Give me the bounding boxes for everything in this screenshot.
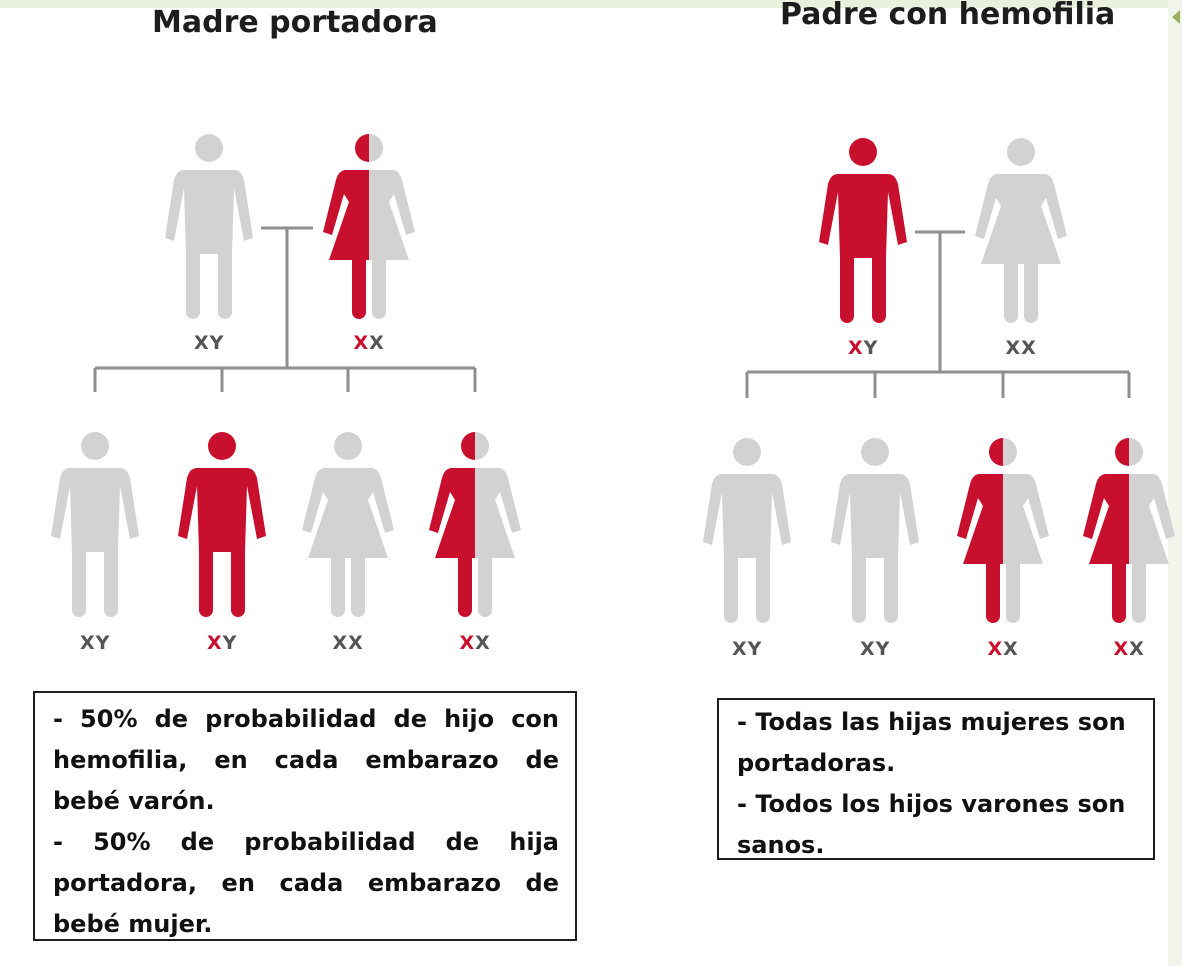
chromosome-label: XY <box>848 337 879 359</box>
child-figure-male <box>831 438 919 623</box>
figures <box>51 134 1175 623</box>
note-line: - 50% de probabilidad de hija portadora,… <box>53 828 559 938</box>
child-figure-male <box>178 432 266 617</box>
chromosome-label: XY <box>80 632 111 654</box>
chromosome-label: XY <box>207 632 238 654</box>
parent-figure-female <box>323 134 415 319</box>
chromosome-label: XX <box>987 638 1019 660</box>
child-figure-female <box>957 438 1049 623</box>
child-figure-female <box>429 432 521 617</box>
child-figure-male <box>703 438 791 623</box>
note-box-right: - Todas las hijas mujeres son portadoras… <box>717 698 1155 860</box>
chromosome-label: XX <box>1005 337 1037 359</box>
chromosome-label: XX <box>353 332 385 354</box>
child-figure-male <box>51 432 139 617</box>
child-figure-female <box>1083 438 1175 623</box>
parent-figure-female <box>975 138 1067 323</box>
parent-figure-male <box>165 134 253 319</box>
chromosome-label: XX <box>332 632 364 654</box>
top-decor-strip <box>0 0 1182 8</box>
chromosome-label: XX <box>459 632 491 654</box>
note-box-left: - 50% de probabilidad de hijo con hemofi… <box>33 691 577 941</box>
arrow-marker-icon <box>1172 10 1180 24</box>
note-line: - 50% de probabilidad de hijo con hemofi… <box>53 705 559 815</box>
chromosome-label: XY <box>194 332 225 354</box>
panel-title-right: Padre con hemofilia <box>780 0 1116 32</box>
parent-figure-male <box>819 138 907 323</box>
note-line: - Todas las hijas mujeres son portadoras… <box>737 708 1126 777</box>
chromosome-label: XY <box>732 638 763 660</box>
tree-lines <box>93 226 1131 398</box>
chromosome-label: XX <box>1113 638 1145 660</box>
right-decor-strip <box>1168 0 1182 966</box>
chromosome-label: XY <box>860 638 891 660</box>
note-line: - Todos los hijos varones son sanos. <box>737 790 1126 859</box>
panel-title-left: Madre portadora <box>152 5 438 40</box>
child-figure-female <box>302 432 394 617</box>
